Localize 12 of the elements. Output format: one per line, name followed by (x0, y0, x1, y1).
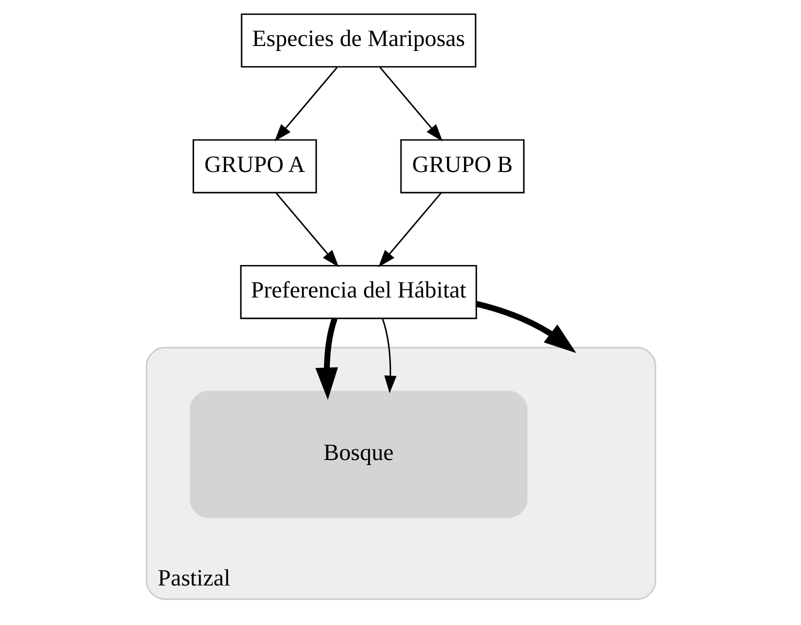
arrow (314, 317, 338, 400)
node-box: GRUPO B (400, 139, 524, 194)
node-box: Especies de Mariposas (240, 13, 476, 68)
arrow (378, 192, 441, 268)
node-box: Preferencia del Hábitat (240, 264, 477, 320)
arrow (274, 66, 338, 142)
arrow (379, 66, 442, 142)
node-box: Bosque (189, 390, 527, 518)
arrow (475, 301, 576, 353)
arrow (275, 192, 338, 268)
node-box: GRUPO A (192, 139, 316, 194)
arrow (381, 318, 396, 394)
